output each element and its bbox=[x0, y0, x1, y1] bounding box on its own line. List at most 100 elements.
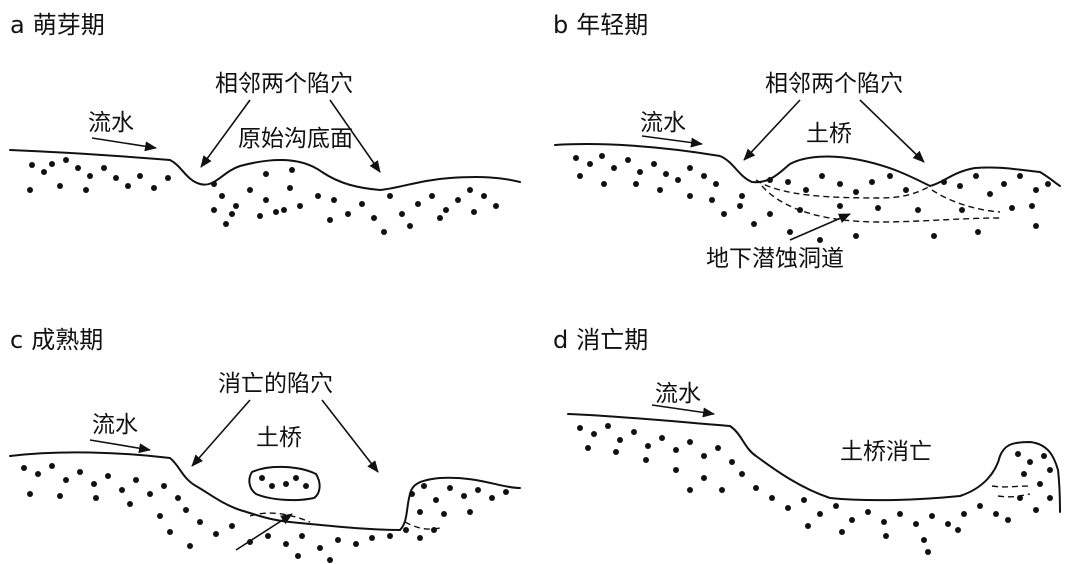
soil-dot bbox=[577, 173, 583, 179]
soil-dot bbox=[293, 475, 299, 481]
soil-dot bbox=[687, 165, 693, 171]
soil-dot bbox=[1001, 181, 1007, 187]
soil-dot bbox=[233, 203, 239, 209]
soil-dot bbox=[489, 495, 495, 501]
soil-dot bbox=[403, 527, 409, 533]
soil-dot bbox=[431, 527, 437, 533]
soil-dot bbox=[673, 447, 679, 453]
soil-dot bbox=[1017, 495, 1023, 501]
soil-dot bbox=[433, 497, 439, 503]
panel-a-ground-line bbox=[10, 150, 520, 190]
soil-dot bbox=[837, 181, 843, 187]
soil-dot bbox=[601, 181, 607, 187]
panel-b-tunnel-arrow bbox=[790, 214, 850, 240]
soil-dot bbox=[211, 181, 217, 187]
soil-dot bbox=[57, 183, 63, 189]
soil-dot bbox=[1047, 495, 1053, 501]
soil-dot bbox=[461, 493, 467, 499]
panel-b-soil-dots bbox=[573, 153, 1051, 243]
soil-dot bbox=[767, 177, 773, 183]
soil-dot bbox=[1041, 453, 1047, 459]
soil-dot bbox=[1033, 187, 1039, 193]
soil-dot bbox=[295, 553, 301, 559]
soil-dot bbox=[187, 543, 193, 549]
soil-dot bbox=[869, 179, 875, 185]
soil-dot bbox=[371, 215, 377, 221]
soil-dot bbox=[125, 183, 131, 189]
soil-dot bbox=[785, 505, 791, 511]
soil-dot bbox=[611, 165, 617, 171]
soil-dot bbox=[119, 487, 125, 493]
soil-dot bbox=[281, 207, 287, 213]
soil-dot bbox=[49, 463, 55, 469]
soil-dot bbox=[993, 511, 999, 517]
soil-dot bbox=[865, 509, 871, 515]
panel-c-ground-line-left bbox=[10, 452, 520, 530]
soil-dot bbox=[133, 477, 139, 483]
soil-dot bbox=[585, 445, 591, 451]
panel-b-pit-arrow-left bbox=[744, 100, 800, 160]
soil-dot bbox=[269, 483, 275, 489]
soil-dot bbox=[49, 161, 55, 167]
soil-dot bbox=[751, 221, 757, 227]
soil-dot bbox=[903, 187, 909, 193]
soil-dot bbox=[165, 175, 171, 181]
soil-dot bbox=[327, 557, 333, 563]
soil-dot bbox=[417, 535, 423, 541]
soil-dot bbox=[975, 229, 981, 235]
soil-dot bbox=[161, 483, 167, 489]
soil-dot bbox=[833, 503, 839, 509]
soil-dot bbox=[219, 193, 225, 199]
soil-dot bbox=[443, 207, 449, 213]
soil-dot bbox=[101, 165, 107, 171]
soil-dot bbox=[631, 429, 637, 435]
panel-c-bridge-label: 土桥 bbox=[256, 425, 302, 451]
soil-dot bbox=[211, 207, 217, 213]
panel-a-surface-label: 原始沟底面 bbox=[238, 126, 353, 152]
soil-dot bbox=[645, 443, 651, 449]
soil-dot bbox=[883, 533, 889, 539]
soil-dot bbox=[687, 439, 693, 445]
panel-b-flow-label: 流水 bbox=[640, 110, 686, 136]
soil-dot bbox=[663, 171, 669, 177]
soil-dot bbox=[335, 537, 341, 543]
soil-dot bbox=[803, 187, 809, 193]
soil-dot bbox=[839, 529, 845, 535]
soil-dot bbox=[315, 193, 321, 199]
soil-dot bbox=[1017, 173, 1023, 179]
soil-dot bbox=[715, 445, 721, 451]
soil-dot bbox=[819, 173, 825, 179]
soil-dot bbox=[1029, 203, 1035, 209]
soil-dot bbox=[213, 531, 219, 537]
soil-dot bbox=[687, 487, 693, 493]
soil-dot bbox=[625, 157, 631, 163]
soil-dot bbox=[613, 449, 619, 455]
soil-dot bbox=[299, 533, 305, 539]
soil-dot bbox=[471, 209, 477, 215]
soil-dot bbox=[353, 541, 359, 547]
soil-dot bbox=[437, 215, 443, 221]
soil-dot bbox=[273, 209, 279, 215]
soil-dot bbox=[577, 425, 583, 431]
soil-dot bbox=[737, 203, 743, 209]
soil-dot bbox=[137, 173, 143, 179]
soil-dot bbox=[415, 201, 421, 207]
soil-dot bbox=[93, 495, 99, 501]
soil-dot bbox=[399, 211, 405, 217]
panel-d-soil-dots bbox=[577, 423, 1053, 555]
soil-dot bbox=[987, 191, 993, 197]
soil-dot bbox=[977, 503, 983, 509]
soil-dot bbox=[247, 187, 253, 193]
soil-dot bbox=[643, 457, 649, 463]
soil-dot bbox=[701, 173, 707, 179]
soil-dot bbox=[327, 217, 333, 223]
soil-dot bbox=[729, 459, 735, 465]
soil-dot bbox=[481, 193, 487, 199]
soil-dot bbox=[931, 233, 937, 239]
soil-dot bbox=[591, 431, 597, 437]
panel-d-right-dash-lower bbox=[998, 494, 1030, 497]
soil-dot bbox=[853, 189, 859, 195]
soil-dot bbox=[881, 519, 887, 525]
soil-dot bbox=[381, 229, 387, 235]
soil-dot bbox=[63, 477, 69, 483]
